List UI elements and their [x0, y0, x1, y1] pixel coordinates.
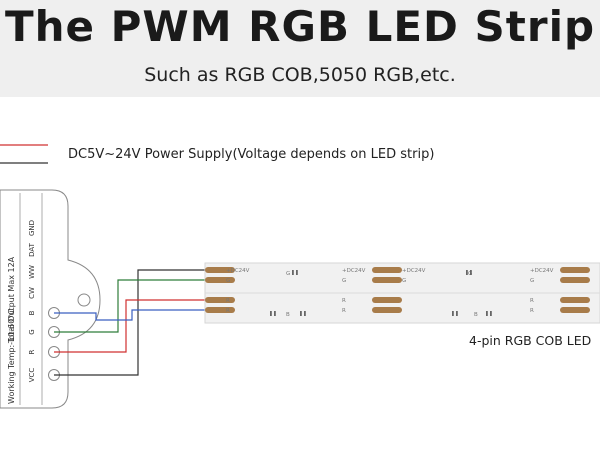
strip-copper-pad	[372, 267, 402, 273]
strip-pad-label: R	[342, 308, 346, 314]
strip-pad-label: G	[286, 271, 290, 277]
strip-pad-label: B	[474, 312, 478, 318]
page-subtitle: Such as RGB COB,5050 RGB,etc.	[144, 64, 456, 86]
strip-copper-pad	[205, 277, 235, 283]
strip-pad-label: +DC24V	[342, 268, 366, 274]
controller-terminals: GND DAT WW CW B G R VCC	[28, 220, 60, 382]
total-output-text: Total Output Max 12A	[7, 256, 16, 344]
strip-copper-pad	[205, 307, 235, 313]
b-blue-wire	[54, 309, 210, 321]
strip-copper-pad	[560, 307, 590, 313]
strip-label: 4-pin RGB COB LED	[469, 333, 592, 348]
power-supply-label: DC5V~24V Power Supply(Voltage depends on…	[68, 147, 435, 162]
strip-component-mark	[486, 311, 488, 316]
terminal-label-g: G	[28, 329, 36, 334]
strip-component-mark	[466, 270, 468, 275]
vcc-black-wire	[54, 269, 210, 376]
strip-copper-pad	[560, 297, 590, 303]
strip-pad-label: +DC24V	[530, 268, 554, 274]
strip-component-mark	[452, 311, 454, 316]
strip-copper-pad	[205, 297, 235, 303]
strip-component-mark	[292, 270, 294, 275]
strip-copper-pad	[372, 307, 402, 313]
terminal-label-b: B	[28, 310, 36, 315]
terminal-label-vcc: VCC	[28, 368, 36, 383]
strip-component-mark	[304, 311, 306, 316]
strip-component-mark	[300, 311, 302, 316]
terminal-label-dat: DAT	[28, 242, 36, 257]
r-red-wire	[54, 299, 210, 353]
strip-copper-pad	[560, 267, 590, 273]
strip-copper-pad	[205, 267, 235, 273]
strip-pad-label: G	[402, 278, 406, 284]
page-title: The PWM RGB LED Strip	[4, 2, 596, 51]
strip-pad-label: R	[530, 308, 534, 314]
terminal-label-gnd: GND	[28, 220, 36, 236]
strip-pad-label: R	[226, 308, 230, 314]
strip-copper-pad	[560, 277, 590, 283]
wiring-diagram: Total Output Max 12A Working Temp:-10-60…	[0, 144, 600, 409]
strip-component-mark	[456, 311, 458, 316]
header-banner: The PWM RGB LED Strip Such as RGB COB,50…	[0, 0, 600, 97]
strip-pad-label: +DC24V	[226, 268, 250, 274]
strip-copper-pad	[372, 297, 402, 303]
strip-component-mark	[490, 311, 492, 316]
strip-pad-label: B	[286, 312, 290, 318]
strip-pad-label: R	[530, 298, 534, 304]
strip-pad-label: +DC24V	[402, 268, 426, 274]
strip-pad-label: G	[342, 278, 346, 284]
strip-pad-label: G	[530, 278, 534, 284]
strip-pad-label: R	[342, 298, 346, 304]
strip-component-mark	[296, 270, 298, 275]
strip-pad-label: R	[226, 298, 230, 304]
strip-pad-label: G	[226, 278, 230, 284]
strip-copper-pad	[372, 277, 402, 283]
working-temp-text: Working Temp:-10-60°C	[7, 309, 16, 404]
terminal-label-r: R	[28, 349, 36, 354]
controller-mount-hole	[77, 293, 91, 307]
terminal-label-ww: WW	[28, 265, 36, 279]
g-green-wire	[54, 279, 210, 333]
strip-component-mark	[470, 270, 472, 275]
controller-body	[0, 189, 101, 409]
strip-component-mark	[274, 311, 276, 316]
strip-component-mark	[270, 311, 272, 316]
terminal-label-cw: CW	[28, 287, 36, 299]
